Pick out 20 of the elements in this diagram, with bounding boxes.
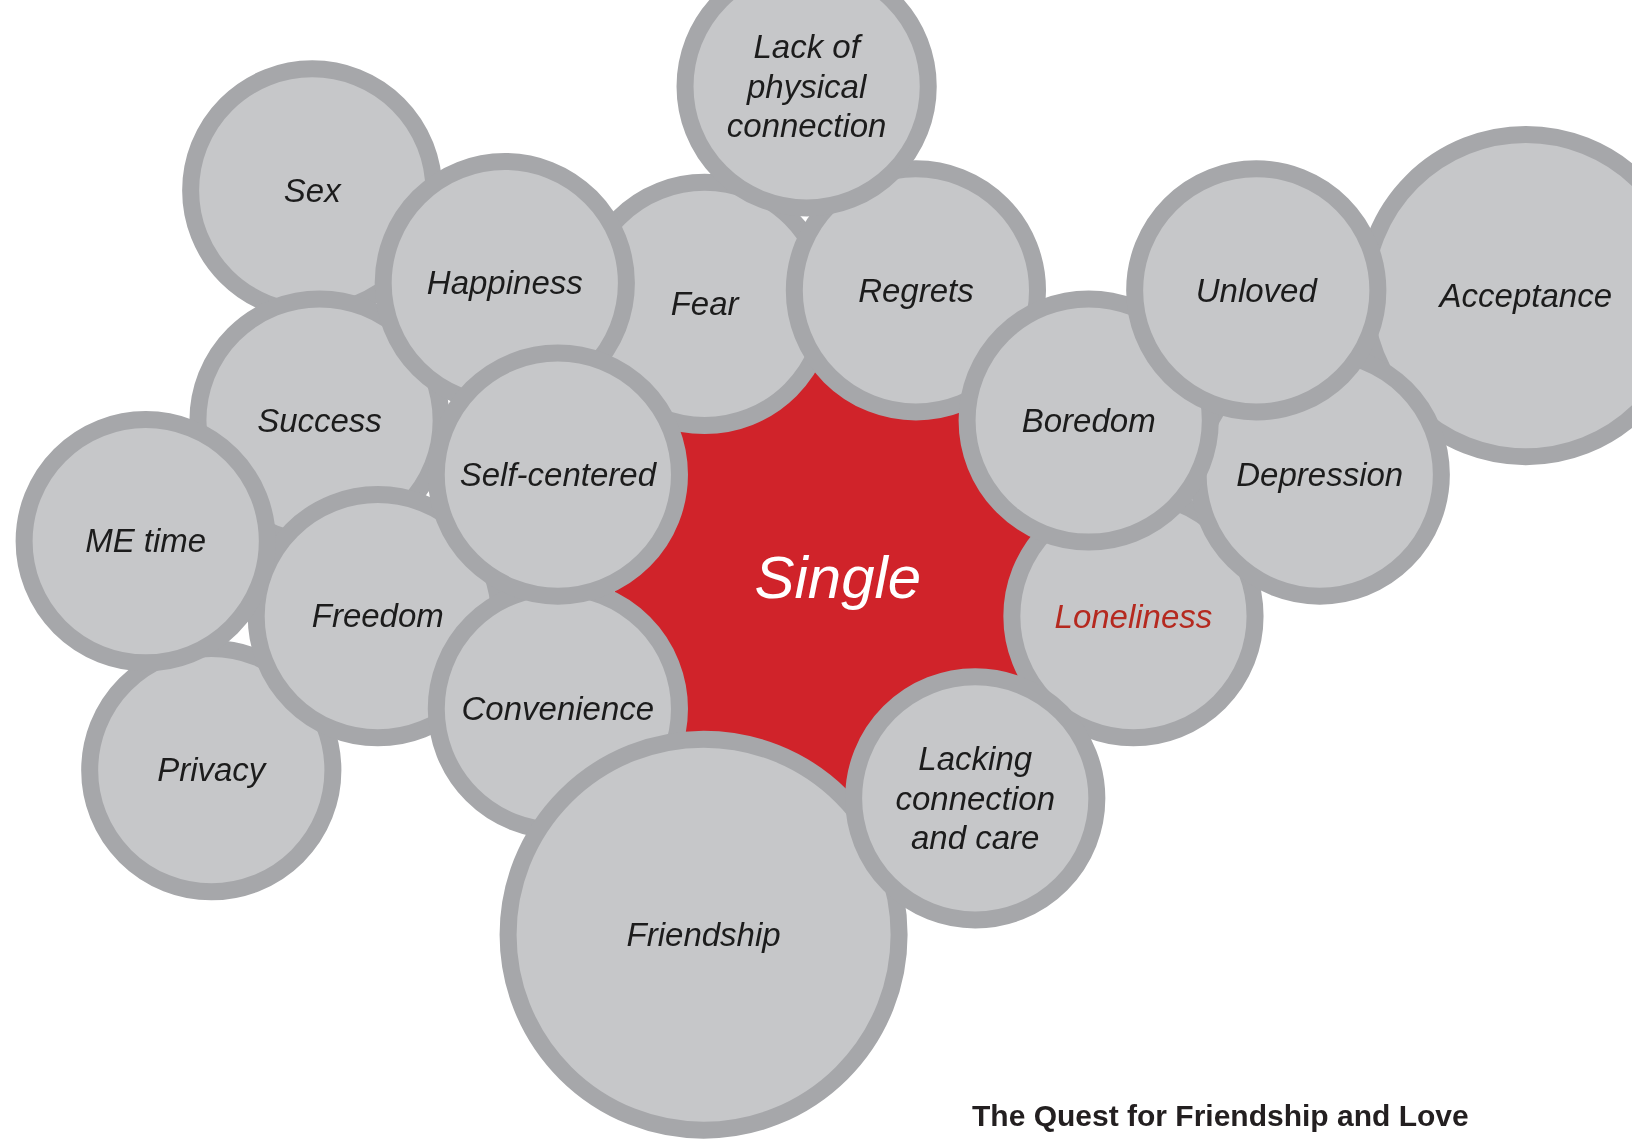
topic-label: Fear [670,284,739,324]
topic-label: Lacking connection and care [894,738,1057,858]
topic-label: Regrets [858,270,974,311]
topic-label: Depression [1236,454,1404,495]
title: The Quest for Friendship and Love [972,1098,1469,1134]
topic-label: Loneliness [1054,596,1213,637]
topic-label: Freedom [311,596,444,636]
topic-label: Sex [283,170,341,211]
topic-label: Boredom [1021,400,1156,441]
topic-label: Happiness [426,263,583,303]
topic-label: Convenience [461,689,655,729]
topic-label: Unloved [1195,270,1317,311]
topic-label: Success [257,400,382,441]
topic-label: Lack of physical connection [725,27,888,146]
topic-label: Acceptance [1439,275,1613,316]
topic-label: Self-centered [459,454,656,495]
center-label: Single [754,543,922,614]
topic-label: Privacy [157,750,266,790]
topic-label: ME time [85,521,207,561]
topic-label: Friendship [626,914,781,955]
